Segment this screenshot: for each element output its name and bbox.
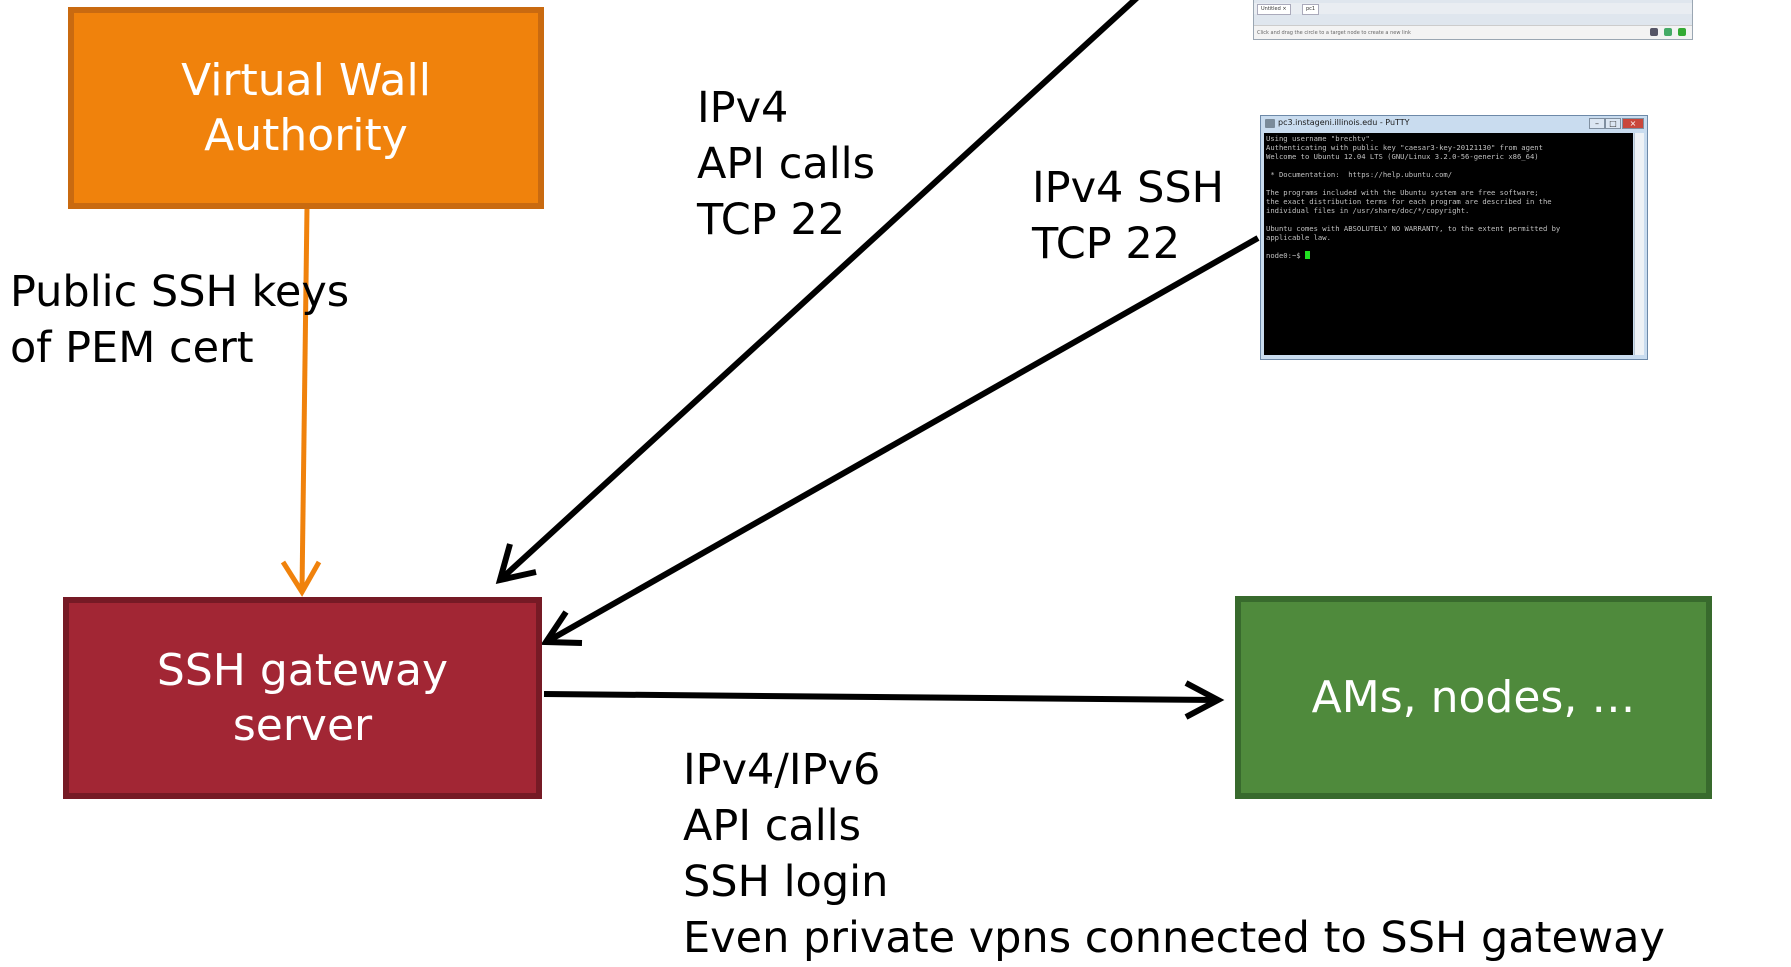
api-arrow (497, 0, 1139, 583)
terminal-line: Authenticating with public key "caesar3-… (1266, 143, 1543, 152)
keys-arrow (299, 206, 310, 591)
api-ipv4-label: IPv4 API calls TCP 22 (697, 83, 875, 245)
putty-window: pc3.instageni.illinois.edu - PuTTY – □ ×… (1260, 115, 1648, 360)
ams-arrow (543, 691, 1219, 703)
network-icon[interactable] (1664, 28, 1672, 36)
authority-label: Virtual Wall Authority (181, 55, 431, 161)
terminal-line: the exact distribution terms for each pr… (1266, 197, 1552, 206)
terminal-cursor (1304, 251, 1310, 259)
editor-tab-bar: Untitled × pc1 (1254, 3, 1692, 15)
globe-icon[interactable] (1650, 28, 1658, 36)
ams-nodes-box: AMs, nodes, … (1235, 596, 1712, 799)
putty-app-icon (1265, 119, 1275, 128)
putty-terminal[interactable]: Using username "brechtv". Authenticating… (1264, 133, 1633, 355)
terminal-line: * Documentation: https://help.ubuntu.com… (1266, 170, 1453, 179)
putty-title: pc3.instageni.illinois.edu - PuTTY (1278, 118, 1410, 127)
terminal-line: applicable law. (1266, 233, 1331, 242)
ams-label: AMs, nodes, … (1311, 672, 1636, 723)
terminal-line: Ubuntu comes with ABSOLUTELY NO WARRANTY… (1266, 224, 1561, 233)
terminal-line (1266, 215, 1631, 224)
ssh-arrow (546, 235, 1260, 644)
keys-arrowhead (280, 560, 322, 597)
editor-status-bar: Click and drag the circle to a target no… (1254, 25, 1692, 39)
minimize-icon[interactable]: – (1589, 118, 1605, 129)
topology-editor-window: Untitled × pc1 Click and drag the circle… (1253, 0, 1693, 40)
terminal-line (1266, 179, 1631, 188)
putty-titlebar: pc3.instageni.illinois.edu - PuTTY – □ × (1261, 116, 1647, 132)
ssh-keys-label: Public SSH keys of PEM cert (10, 267, 350, 373)
virtual-wall-authority-box: Virtual Wall Authority (68, 7, 544, 209)
ssh-arrowhead (540, 610, 583, 646)
tab-pc1[interactable]: pc1 (1302, 4, 1320, 15)
close-icon[interactable]: × (1622, 118, 1644, 129)
ams-arrowhead (1184, 680, 1225, 720)
gateway-label: SSH gateway server (156, 645, 449, 751)
terminal-line (1266, 161, 1631, 170)
terminal-line (1266, 242, 1631, 251)
api-arrowhead (495, 543, 537, 585)
ssh-ipv4-label: IPv4 SSH TCP 22 (1032, 163, 1225, 269)
ssh-gateway-box: SSH gateway server (63, 597, 542, 799)
terminal-prompt: node0:~$ (1266, 251, 1305, 260)
terminal-line: Using username "brechtv". (1266, 134, 1375, 143)
terminal-prompt-line: node0:~$ (1266, 251, 1631, 260)
putty-scrollbar[interactable] (1634, 133, 1644, 355)
tab-untitled[interactable]: Untitled × (1257, 4, 1291, 15)
maximize-icon[interactable]: □ (1605, 118, 1621, 129)
terminal-line: Welcome to Ubuntu 12.04 LTS (GNU/Linux 3… (1266, 152, 1539, 161)
to-ams-label: IPv4/IPv6 API calls SSH login Even priva… (683, 745, 1665, 963)
check-icon[interactable] (1678, 28, 1686, 36)
terminal-line: individual files in /usr/share/doc/*/cop… (1266, 206, 1470, 215)
terminal-line: The programs included with the Ubuntu sy… (1266, 188, 1539, 197)
